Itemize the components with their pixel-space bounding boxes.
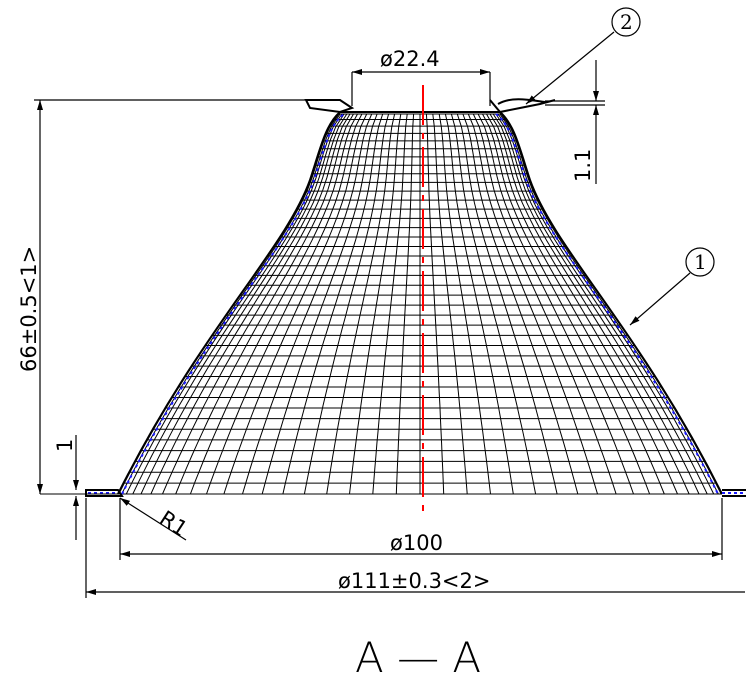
mesh-meridian <box>349 113 402 495</box>
wall-thickness-label: 1.1 <box>571 149 595 182</box>
top-lip <box>304 98 556 114</box>
mesh-meridian <box>472 113 617 495</box>
bottom-flange <box>40 489 746 497</box>
mesh-meridian <box>242 113 373 495</box>
mesh-meridian <box>162 113 351 495</box>
mesh-meridian <box>456 113 558 495</box>
mesh-meridian <box>175 113 354 495</box>
mesh-meridian <box>500 113 719 495</box>
height-dim <box>34 99 306 494</box>
callout-1: 1 <box>629 247 715 326</box>
flange-thickness-label: 1 <box>53 439 77 452</box>
mesh-meridian <box>261 113 378 495</box>
cone-mesh <box>118 113 722 495</box>
mesh-meridian <box>223 113 368 495</box>
mesh-meridian <box>303 113 390 495</box>
cone-outline <box>117 111 723 495</box>
mesh-meridian <box>432 113 468 495</box>
mesh-meridian <box>372 113 408 495</box>
flange-diameter-label: ø111±0.3<2> <box>338 569 490 593</box>
mesh-meridian <box>425 113 445 495</box>
mesh-meridian <box>132 113 343 495</box>
mesh-meridian <box>444 113 514 495</box>
bottom-diameter-label: ø100 <box>390 531 443 555</box>
mesh-meridian <box>489 113 678 495</box>
mesh-meridian <box>462 113 579 495</box>
mesh-meridian <box>121 113 340 495</box>
height-label: 66±0.5<1> <box>17 246 41 372</box>
fillet-radius-label: R1 <box>155 506 192 541</box>
mesh-meridian <box>140 113 345 495</box>
callout-1-number: 1 <box>694 250 707 274</box>
section-label: A — A <box>355 633 481 682</box>
callout-2-number: 2 <box>620 10 633 34</box>
material-section <box>88 113 746 495</box>
mesh-meridian <box>482 113 651 495</box>
fillet-leader <box>119 497 187 541</box>
flange-diameter-dim <box>85 498 745 598</box>
mesh-meridian <box>395 113 415 495</box>
top-diameter-dim <box>351 69 491 106</box>
mesh-meridian <box>477 113 634 495</box>
mesh-meridian <box>486 113 665 495</box>
mesh-meridian <box>497 113 708 495</box>
bottom-diameter-dim <box>119 498 723 560</box>
mesh-meridian <box>450 113 537 495</box>
mesh-meridian <box>492 113 690 495</box>
mesh-meridian <box>189 113 358 495</box>
mesh-meridian <box>467 113 598 495</box>
mesh-meridian <box>326 113 396 495</box>
mesh-meridian <box>438 113 491 495</box>
mesh-meridian <box>495 113 700 495</box>
callout-2: 2 <box>525 7 641 105</box>
mesh-meridian <box>150 113 348 495</box>
wall-thickness-dim <box>545 60 605 184</box>
mesh-meridian <box>206 113 363 495</box>
top-diameter-label: ø22.4 <box>380 47 440 71</box>
mesh-meridian <box>282 113 384 495</box>
